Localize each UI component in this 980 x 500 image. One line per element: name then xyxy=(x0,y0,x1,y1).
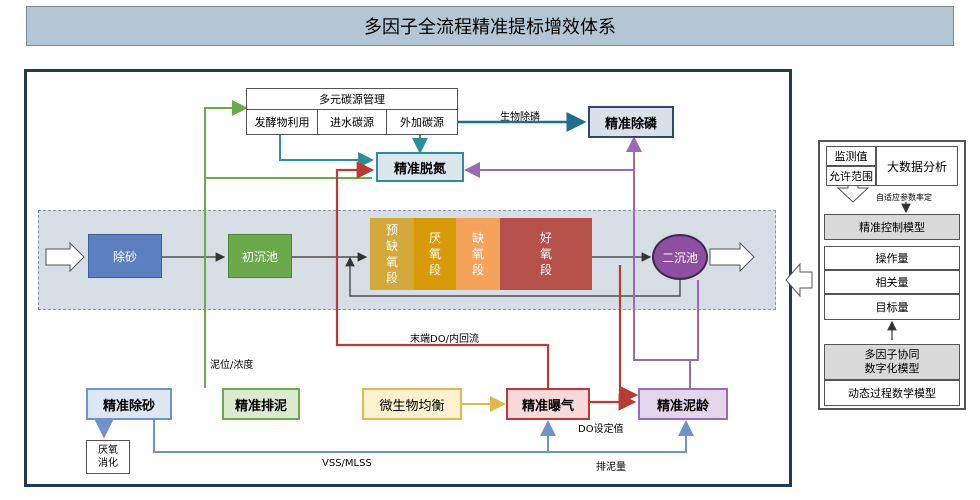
stage-anoxic: 缺 氧 段 xyxy=(456,218,500,290)
stage-label: 预 缺 氧 段 xyxy=(385,223,398,285)
operation-variable: 操作量 xyxy=(824,246,960,270)
multi-factor-digital-model: 多因子协同 数字化模型 xyxy=(824,344,960,380)
stage-label: 缺 氧 段 xyxy=(471,231,484,277)
adaptive-calibration-label: 自适应参数率定 xyxy=(876,193,932,202)
primary-clarifier: 初沉池 xyxy=(228,234,292,278)
carbon-item-fermentation: 发酵物利用 xyxy=(247,110,318,134)
diagram-title: 多因子全流程精准提标增效体系 xyxy=(26,6,954,46)
precise-p-removal: 精准除磷 xyxy=(588,106,674,138)
stage-aerobic: 好 氧 段 xyxy=(500,218,592,290)
carbon-item-influent: 进水碳源 xyxy=(318,110,387,134)
precise-control-model: 精准控制模型 xyxy=(824,214,960,240)
allowed-range: 允许范围 xyxy=(826,166,876,186)
target-variable: 目标量 xyxy=(824,294,960,320)
related-variable: 相关量 xyxy=(824,270,960,294)
precise-n-removal: 精准脱氮 xyxy=(376,152,464,182)
model-panel xyxy=(818,140,966,410)
dynamic-process-model: 动态过程数学模型 xyxy=(824,380,960,406)
stage-label: 厌 氧 段 xyxy=(428,231,441,277)
precise-sludge-age: 精准泥龄 xyxy=(638,388,728,420)
carbon-item-external: 外加碳源 xyxy=(400,116,444,129)
big-data-analysis: 大数据分析 xyxy=(876,146,958,186)
vss-mlss-label: VSS/MLSS xyxy=(322,458,372,469)
end-do-label: 末端DO/内回流 xyxy=(410,334,479,345)
mud-level-label: 泥位/浓度 xyxy=(210,360,254,371)
sludge-amount-label: 排泥量 xyxy=(596,462,626,473)
do-setpoint-label: DO设定值 xyxy=(578,424,624,435)
carbon-source-header: 多元碳源管理 xyxy=(247,89,457,110)
stage-anaerobic: 厌 氧 段 xyxy=(414,218,456,290)
anaerobic-digestion: 厌氧 消化 xyxy=(86,440,130,474)
stage-pre-anoxic: 预 缺 氧 段 xyxy=(370,218,414,290)
monitor-value: 监测值 xyxy=(826,146,876,166)
secondary-clarifier: 二沉池 xyxy=(652,234,708,280)
microbial-balance: 微生物均衡 xyxy=(362,388,462,420)
precise-aeration: 精准曝气 xyxy=(506,388,590,420)
precise-grit-removal: 精准除砂 xyxy=(86,388,172,420)
precise-sludge-discharge: 精准排泥 xyxy=(222,388,300,420)
grit-removal: 除砂 xyxy=(88,234,162,278)
stage-label: 好 氧 段 xyxy=(539,231,552,277)
carbon-source-group: 多元碳源管理 发酵物利用 进水碳源 外加碳源 xyxy=(246,88,458,135)
bio-p-label: 生物除磷 xyxy=(500,112,540,123)
